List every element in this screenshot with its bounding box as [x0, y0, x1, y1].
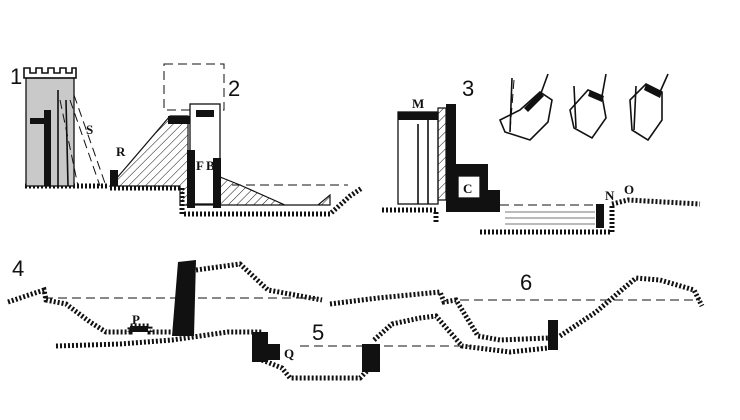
figure-1-tower: [23, 67, 108, 189]
label-r: R: [116, 144, 126, 159]
fig3-roof-m: [398, 112, 438, 120]
figure-number-3: 3: [462, 76, 474, 101]
figure-number-1: 1: [10, 64, 22, 89]
figure-4-profile: [7, 260, 323, 336]
escarp-line-1: [69, 99, 101, 187]
fig5-wall-q: [252, 332, 268, 362]
figure-2-rampart: [108, 63, 364, 217]
fig4-p-block: [130, 326, 148, 332]
label-q: Q: [284, 346, 294, 361]
fig5-ground-right: [372, 313, 549, 355]
tower-inner-line: [57, 90, 69, 187]
label-o: O: [624, 182, 634, 197]
tower-wall-band: [44, 110, 51, 186]
fig3-water: [505, 211, 595, 225]
figure-3-perspective-sketches: [498, 73, 669, 142]
fig3-ground-left: [382, 207, 439, 224]
label-p: P: [132, 312, 140, 327]
fig3-casemate-c: [457, 175, 481, 199]
fig2-cap: [196, 110, 214, 117]
fig6-wall: [548, 320, 558, 350]
tower-opening: [30, 118, 44, 124]
fig2-wall-f: [187, 150, 195, 208]
figure-number-4: 4: [12, 256, 24, 281]
sketch-3: [629, 73, 669, 142]
fig5-wall-mid: [362, 344, 380, 372]
fig6-ground-right: [558, 275, 705, 339]
fig2-step-r: [110, 170, 118, 186]
fig5-ditch: [261, 357, 370, 381]
label-n: N: [605, 188, 615, 203]
fig2-wall-b: [213, 158, 221, 208]
fig3-ground-bottom: [480, 206, 615, 235]
fig2-earth-slope: [108, 115, 331, 206]
figure-3-moat: [382, 104, 701, 235]
fig2-parapet-cap: [168, 116, 190, 124]
fig3-ground-right: [611, 197, 701, 207]
fig5-wall-step: [268, 344, 280, 360]
escarp-line-3: [59, 99, 79, 187]
figure-6-profile: [329, 275, 705, 350]
fig3-building-lines: [417, 118, 429, 204]
tower-battlements: [23, 67, 77, 79]
label-c: C: [463, 181, 472, 196]
escarp-line-2: [73, 94, 107, 187]
label-f: F: [196, 158, 204, 173]
label-m: M: [412, 96, 424, 111]
fig3-scarp: [437, 107, 447, 201]
fig6-ground-left: [329, 289, 549, 343]
label-s: S: [86, 122, 93, 137]
fig5-ground-left: [55, 329, 262, 349]
sketch-2: [569, 73, 607, 140]
fig4-ground: [7, 286, 176, 335]
fig2-dashed-box: [163, 63, 225, 111]
figure-number-6: 6: [520, 270, 532, 295]
figure-5-profile: [55, 313, 549, 381]
figure-number-2: 2: [228, 76, 240, 101]
fig3-post-n: [596, 204, 604, 228]
figure-number-5: 5: [312, 320, 324, 345]
sketch-1: [498, 73, 553, 141]
fig2-ground: [110, 185, 364, 217]
fig4-ground-right: [195, 261, 323, 303]
label-b: B: [206, 158, 215, 173]
